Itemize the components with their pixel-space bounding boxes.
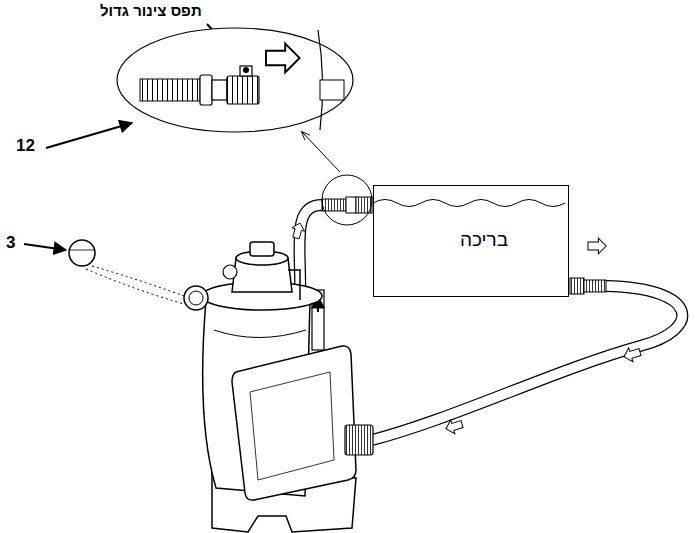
clamp-screw-head bbox=[243, 67, 249, 73]
corrugated-hose bbox=[322, 199, 346, 211]
part-name: תפס צינור גדול bbox=[100, 2, 202, 19]
hose-fitting bbox=[200, 75, 212, 105]
node-label: בריכה bbox=[460, 229, 508, 251]
drain-port-thread bbox=[189, 291, 203, 305]
hose-clamp bbox=[570, 278, 584, 294]
pool-inlet bbox=[320, 80, 344, 100]
leader-arrow bbox=[24, 244, 66, 250]
valve-handle bbox=[250, 242, 274, 256]
flow-arrow bbox=[622, 345, 642, 364]
pump-inlet bbox=[345, 425, 373, 455]
corrugated-hose bbox=[584, 280, 606, 292]
drain-cap bbox=[69, 240, 95, 266]
flow-arrow bbox=[444, 417, 464, 436]
tank-seam bbox=[214, 330, 306, 338]
pool-box: בריכה bbox=[373, 185, 569, 297]
callout-number: 12 bbox=[16, 136, 35, 156]
hose-fitting bbox=[346, 197, 356, 213]
motion-line bbox=[86, 269, 184, 304]
motor-housing bbox=[232, 346, 356, 500]
flow-arrow bbox=[266, 44, 300, 73]
clamp-screw bbox=[240, 66, 252, 76]
detail-ellipse bbox=[117, 28, 353, 132]
pressure-gauge bbox=[223, 265, 237, 279]
drain-port bbox=[184, 286, 208, 310]
hose-fitting bbox=[212, 80, 227, 100]
valve-elbow bbox=[288, 270, 300, 300]
hose-fill bbox=[372, 286, 682, 440]
motor-panel bbox=[250, 372, 334, 480]
water-line bbox=[373, 200, 565, 207]
motion-line bbox=[92, 266, 184, 296]
detail-circle bbox=[322, 175, 372, 225]
hose-outline bbox=[372, 286, 682, 440]
hose-clamp bbox=[227, 76, 259, 104]
callout-number: 3 bbox=[6, 233, 15, 253]
corrugated-hose bbox=[140, 79, 200, 101]
leader-arrow bbox=[46, 123, 132, 148]
zoom-leader bbox=[302, 132, 340, 172]
cap-edge bbox=[70, 250, 94, 251]
flow-arrow bbox=[588, 238, 606, 254]
flow-arrow bbox=[290, 221, 307, 239]
